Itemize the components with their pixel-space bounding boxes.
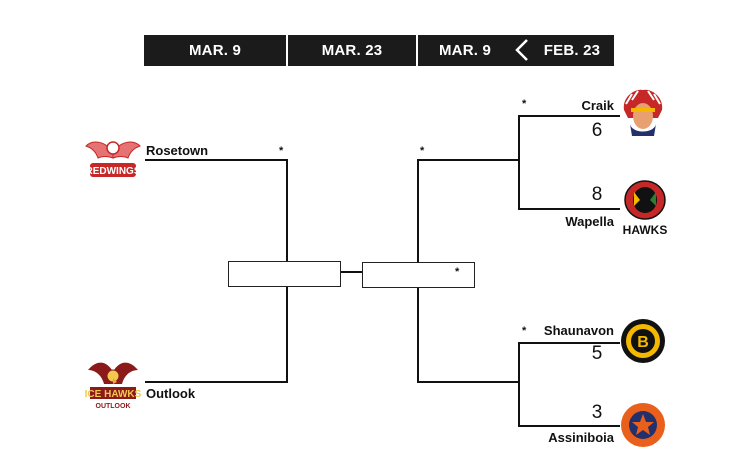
icehawks-logo-subtext: OUTLOOK: [96, 403, 131, 410]
chevron-left-icon: [515, 39, 528, 61]
round-separator: [416, 35, 418, 66]
score-wapella: 8: [591, 184, 603, 205]
score-assiniboia: 3: [591, 402, 603, 423]
team-name-outlook: Outlook: [146, 386, 196, 401]
round-header-bar: MAR. 9 MAR. 23 MAR. 9 FEB. 23: [144, 35, 614, 66]
redwings-logo-text: REDWINGS: [86, 166, 141, 177]
round-label-2: MAR. 23: [321, 42, 383, 59]
blackhawks-logo: HAWKS: [620, 180, 670, 238]
championship-slot-left: [228, 261, 341, 287]
score-craik: 6: [591, 120, 603, 141]
icehawks-logo: ICE HAWKS OUTLOOK: [84, 356, 142, 410]
round-label-3: MAR. 9: [438, 42, 492, 59]
team-name-shaunavon: Shaunavon: [543, 323, 614, 338]
championship-slot-right: [362, 262, 475, 288]
indian-head-logo: [618, 88, 668, 138]
bruins-logo: B: [620, 318, 666, 364]
assiniboia-logo: [620, 402, 666, 448]
redwings-logo: REDWINGS: [84, 136, 142, 184]
blackhawks-logo-text: HAWKS: [623, 223, 668, 237]
round-separator: [286, 35, 288, 66]
team-name-craik: Craik: [581, 98, 614, 113]
winner-star: *: [522, 325, 527, 337]
svg-text:B: B: [637, 334, 649, 351]
score-shaunavon: 5: [591, 343, 603, 364]
round-label-1: MAR. 9: [188, 42, 242, 59]
winner-star: *: [279, 145, 284, 157]
round-label-4: FEB. 23: [543, 42, 601, 59]
winner-star: *: [455, 266, 460, 278]
team-name-assiniboia: Assiniboia: [548, 430, 614, 445]
team-name-wapella: Wapella: [565, 214, 614, 229]
team-name-rosetown: Rosetown: [146, 143, 209, 158]
winner-star: *: [420, 145, 425, 157]
winner-star: *: [522, 98, 527, 110]
icehawks-logo-text: ICE HAWKS: [85, 389, 142, 400]
